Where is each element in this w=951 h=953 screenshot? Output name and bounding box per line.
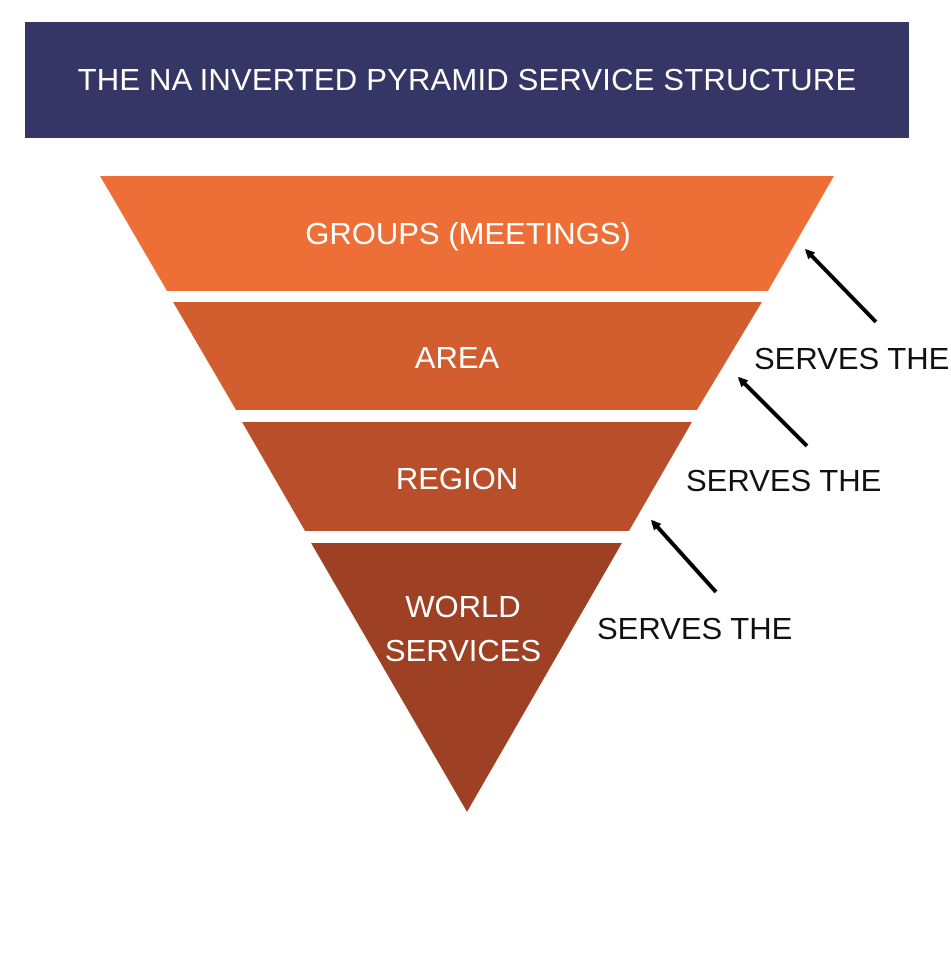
serves-the-label: SERVES THE <box>686 463 881 498</box>
layer-world-services-label-line-2: SERVICES <box>385 633 541 668</box>
title-banner: THE NA INVERTED PYRAMID SERVICE STRUCTUR… <box>25 22 909 138</box>
arrow-up-left-icon <box>650 519 718 594</box>
serves-the-label: SERVES THE <box>754 341 949 376</box>
arrow-up-left-icon <box>737 376 809 448</box>
layer-groups-shape <box>100 176 834 291</box>
arrow-up-left-icon <box>804 248 878 324</box>
layer-world-services-shape <box>311 543 622 812</box>
page-title: THE NA INVERTED PYRAMID SERVICE STRUCTUR… <box>77 62 857 97</box>
serves-the-label: SERVES THE <box>597 611 792 646</box>
layer-world-services-label-line-1: WORLD <box>405 589 520 624</box>
layer-area-shape <box>173 302 762 410</box>
layer-region-label: REGION <box>396 461 518 496</box>
layer-groups-label: GROUPS (MEETINGS) <box>305 216 631 251</box>
layer-area-label: AREA <box>415 340 500 375</box>
layer-region-shape <box>242 422 692 531</box>
